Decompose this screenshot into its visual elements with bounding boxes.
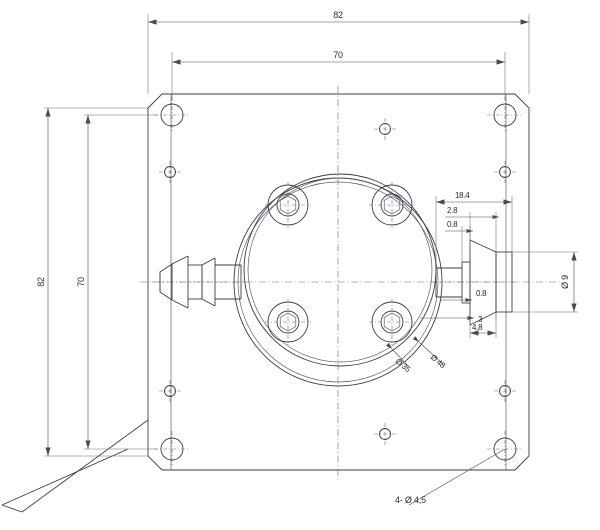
dim-label-detail-c: 0.8 [476, 289, 487, 298]
dimension-detail-b: 0.8 [445, 220, 473, 262]
dim-label-shaft-diameter: Ø 9 [560, 275, 570, 289]
label-outer-diameter: Ø 48 [429, 353, 448, 371]
body-hex-screws [265, 182, 415, 345]
base-plate-outline [147, 93, 530, 471]
dimension-shaft-diameter: Ø 9 [512, 251, 578, 313]
dimension-left-outer: 82 [36, 107, 148, 457]
dim-label-detail-a: 2.8 [447, 206, 458, 215]
dim-label-top-outer: 82 [333, 10, 343, 20]
dimension-top-inner: 70 [171, 50, 506, 100]
dimension-detail-e: 4.8 [469, 312, 497, 338]
dim-label-detail-b: 0.8 [447, 220, 458, 229]
dim-label-detail-d: 3 [478, 315, 483, 324]
plate-centerlines [140, 86, 560, 480]
annotation-inner-diameter: Ø 35 [386, 342, 413, 375]
dimension-detail-total: 18.4 [435, 191, 513, 268]
dim-label-top-inner: 70 [333, 50, 343, 60]
left-hose-barb [152, 255, 248, 309]
dimension-detail-c: 0.8 [440, 289, 487, 303]
dim-label-detail-total: 18.4 [455, 191, 470, 200]
dim-label-detail-e: 4.8 [472, 323, 483, 332]
label-inner-diameter: Ø 35 [394, 357, 413, 375]
dimension-left-inner: 70 [76, 114, 158, 450]
label-hole-callout: 4- Ø 4,5 [395, 495, 426, 505]
dim-label-left-outer: 82 [36, 277, 46, 287]
dim-label-left-inner: 70 [76, 277, 86, 287]
diagonal-bracket [1, 419, 149, 513]
dimension-detail-a: 2.8 [445, 206, 499, 252]
right-nozzle [430, 239, 520, 326]
annotation-hole-callout: 4- Ø 4,5 [395, 448, 506, 506]
dimension-top-outer: 82 [147, 10, 530, 94]
annotation-outer-diameter: Ø 48 [412, 336, 448, 371]
small-locating-holes [159, 118, 516, 445]
